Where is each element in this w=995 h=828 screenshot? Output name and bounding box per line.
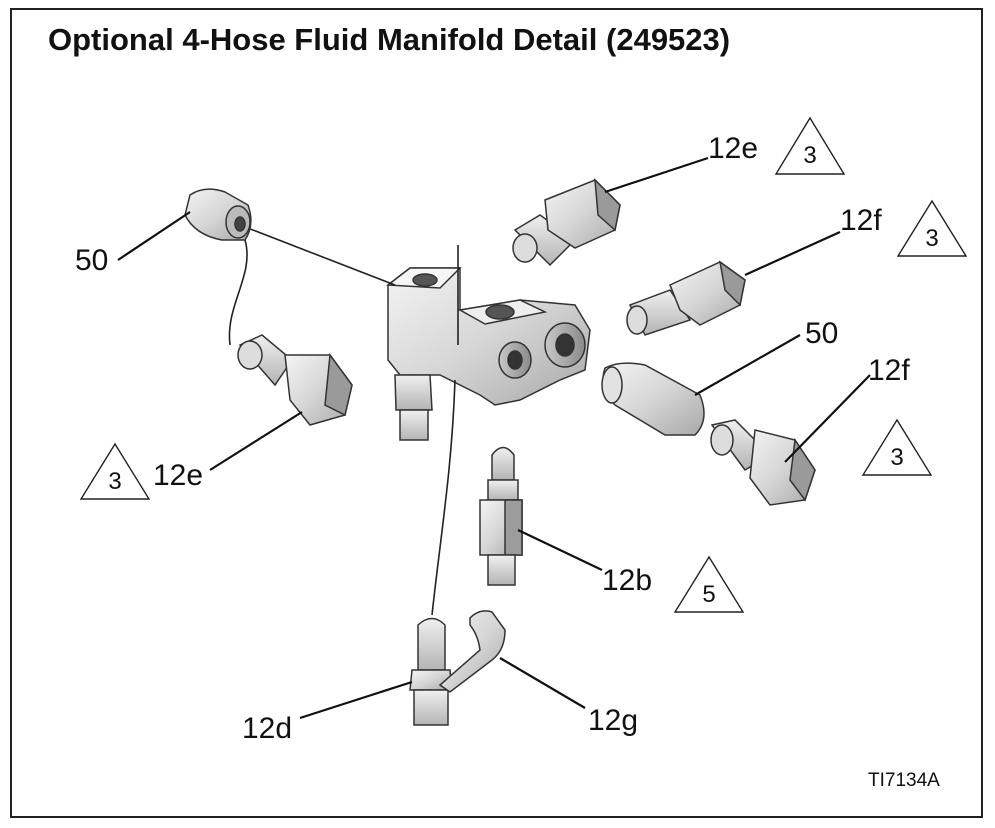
callout-50-right: 50: [805, 317, 838, 350]
callout-12f-top: 12f: [840, 204, 882, 237]
figure-reference-id: TI7134A: [868, 770, 940, 791]
callout-12d: 12d: [242, 712, 292, 745]
fitting-12d: [409, 617, 453, 726]
note-number-12e-left: 3: [108, 468, 121, 495]
note-number-12b: 5: [702, 581, 715, 608]
callout-12e-top: 12e: [708, 132, 758, 165]
fitting-12e-left: [237, 334, 353, 426]
note-triangles: [79, 116, 968, 613]
fitting-12e-top: [512, 178, 621, 267]
fitting-12b: [479, 446, 523, 586]
callout-12g: 12g: [588, 704, 638, 737]
note-triangle-12e-left: [79, 442, 151, 500]
cap-50-left: [184, 188, 252, 241]
callout-leaders: [117, 156, 871, 720]
note-number-12e-top: 3: [803, 142, 816, 169]
fitting-12f-top: [626, 260, 746, 336]
figure-title: Optional 4-Hose Fluid Manifold Detail (2…: [48, 22, 731, 57]
manifold-block: [385, 267, 591, 441]
note-number-12f-right: 3: [890, 444, 903, 471]
callout-12b: 12b: [602, 564, 652, 597]
note-triangle-12e-top: [774, 116, 846, 175]
clip-12g: [438, 610, 506, 693]
fitting-12f-right: [710, 419, 816, 506]
callout-12e-left: 12e: [153, 459, 203, 492]
connection-lines: [228, 224, 459, 616]
callout-50-left: 50: [75, 244, 108, 277]
cap-50-right: [601, 362, 705, 436]
note-triangle-12f-right: [861, 418, 933, 476]
note-triangle-12b: [673, 555, 745, 613]
note-triangle-12f-top: [896, 199, 968, 257]
callout-12f-right: 12f: [868, 354, 910, 387]
note-number-12f-top: 3: [925, 225, 938, 252]
